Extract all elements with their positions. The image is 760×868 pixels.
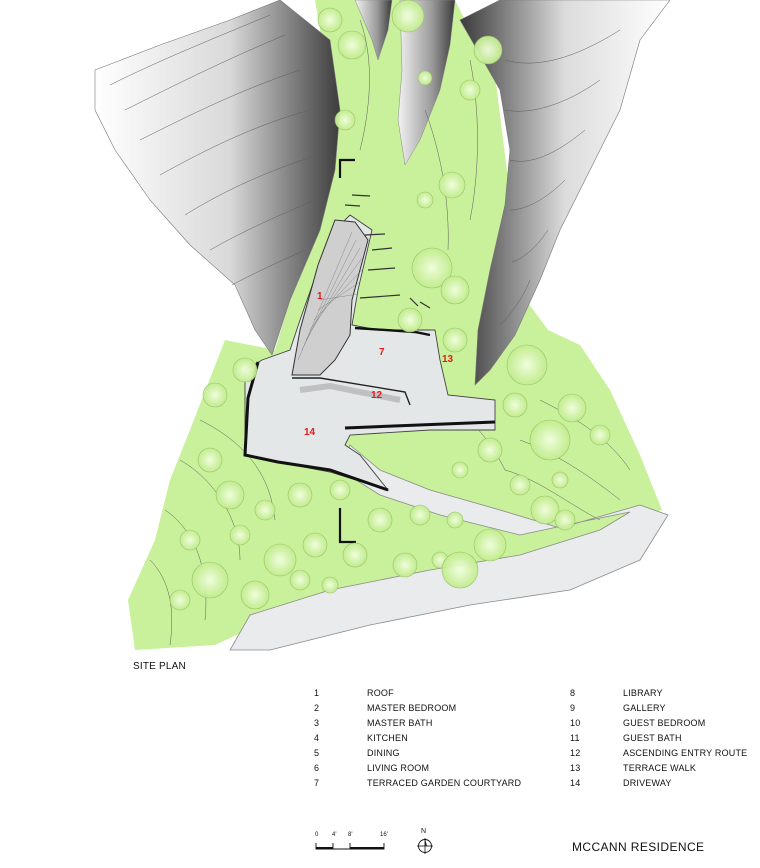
rock-formations — [94, 0, 671, 386]
legend-label: MASTER BATH — [367, 718, 433, 728]
legend-label: LIVING ROOM — [367, 763, 430, 773]
trees — [169, 0, 611, 611]
legend-number: 5 — [314, 748, 320, 758]
legend-number: 4 — [314, 733, 320, 743]
label-terraced-garden: 7 — [379, 347, 385, 358]
plan-labels: 1 7 13 12 14 — [304, 291, 454, 438]
legend-number: 14 — [570, 778, 581, 788]
roof — [291, 219, 369, 376]
legend-number: 11 — [570, 733, 580, 743]
legend-label: TERRACE WALK — [623, 763, 697, 773]
scale-tick-label: 4' — [332, 832, 337, 838]
legend-label: GUEST BATH — [623, 733, 682, 743]
label-driveway: 14 — [304, 427, 316, 438]
project-name: MCCANN RESIDENCE — [572, 840, 705, 854]
legend-left: 1 ROOF 2 MASTER BEDROOM 3 MASTER BATH 4 KITC… — [314, 686, 554, 796]
legend-number: 2 — [314, 703, 320, 713]
scale-tick-label: 16' — [380, 832, 388, 838]
legend-label: DINING — [367, 748, 400, 758]
legend-number: 10 — [570, 718, 581, 728]
legend-label: LIBRARY — [623, 688, 663, 698]
legend-number: 9 — [570, 703, 576, 713]
legend-number: 6 — [314, 763, 320, 773]
legend-number: 12 — [570, 748, 581, 758]
label-terrace-walk: 13 — [442, 354, 454, 365]
legend-label: ROOF — [367, 688, 394, 698]
north-arrow-icon — [417, 838, 433, 854]
section-markers — [338, 158, 356, 544]
plan-title: SITE PLAN — [133, 661, 186, 672]
terrace-steps — [344, 194, 431, 309]
legend-label: ASCENDING ENTRY ROUTE — [623, 748, 748, 758]
north-arrow: N — [416, 828, 434, 856]
scale-tick-label: 8' — [348, 832, 353, 838]
north-label: N — [421, 828, 427, 835]
legend-right: 8 LIBRARY 9 GALLERY 10 GUEST BEDROOM 11 GUES… — [570, 686, 755, 796]
legend-number: 3 — [314, 718, 320, 728]
scale-bar-graphic — [315, 843, 385, 850]
legend-number: 1 — [314, 688, 320, 698]
site-plan-drawing: 1 7 13 12 14 — [94, 0, 671, 651]
legend-label: KITCHEN — [367, 733, 408, 743]
legend-number: 7 — [314, 778, 320, 788]
legend-label: GALLERY — [623, 703, 666, 713]
label-roof: 1 — [317, 291, 323, 302]
legend-number: 8 — [570, 688, 576, 698]
label-entry-route: 12 — [371, 390, 383, 401]
legend-label: GUEST BEDROOM — [623, 718, 706, 728]
legend-label: DRIVEWAY — [623, 778, 672, 788]
scale-tick-label: 0 — [315, 832, 319, 838]
legend-label: TERRACED GARDEN COURTYARD — [367, 778, 522, 788]
legend-number: 13 — [570, 763, 581, 773]
scale-bar: 0 4' 8' 16' — [315, 832, 395, 856]
legend-label: MASTER BEDROOM — [367, 703, 457, 713]
